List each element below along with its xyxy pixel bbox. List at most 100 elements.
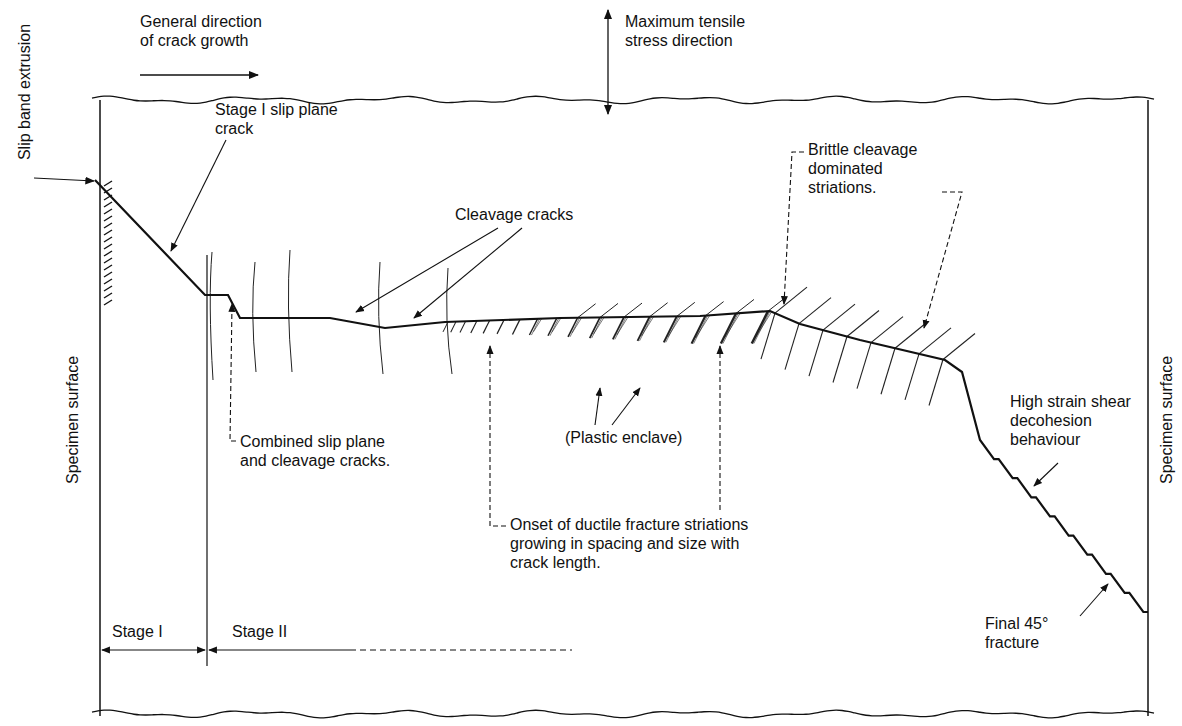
annotation-label: (Plastic enclave) [565,428,682,447]
ductile-striation [568,318,578,337]
ductile-striation [483,320,489,333]
plastic-enclave-hatch [592,317,602,338]
annotation-label: Specimen surface [63,356,82,484]
annotation-label: Stage I [112,622,163,641]
enclave-leader [595,388,600,425]
shear-leader [1034,463,1058,486]
hatch-stroke [104,223,112,228]
plastic-enclave-hatch [696,316,710,338]
cleavage-leader [414,228,522,318]
ductile-striation [443,322,448,332]
specimen-break-lines [92,96,1154,718]
ductile-striation [451,322,456,333]
hatch-stroke [104,202,112,207]
hatch-stroke [104,209,112,214]
upper-striation [677,302,695,316]
stage-divider [206,255,207,666]
hatch-stroke [104,272,112,277]
ductile-striation [471,321,477,333]
brittle-striation [905,354,919,400]
hatch-stroke [104,181,112,186]
final-fracture-leader [1080,584,1108,616]
ductile-striation [460,321,466,332]
ductile-striation [638,317,650,341]
cleavage-crack-lines [210,250,452,380]
brittle-striation [895,322,927,348]
hatch-stroke [104,216,112,221]
cleavage-crack [288,250,292,372]
hatch-stroke [104,265,112,270]
upper-striation [600,303,618,317]
plastic-enclave-hatch [642,317,654,336]
right-specimen-surface [1147,100,1149,716]
plastic-enclave-hatch [725,313,740,337]
ductile-striation [613,317,624,339]
ductile-striation [721,313,736,343]
plastic-enclave-hatch [550,318,559,336]
break-line [92,710,1154,718]
annotation-label: Slip band extrusion [15,24,34,160]
crack-line [95,180,1148,612]
brittle-striation [809,330,823,376]
extrusion-leader [34,178,94,181]
brittle-striation [775,287,807,313]
annotation-label: Stage I slip plane crack [215,100,340,138]
ductile-leader [719,346,720,510]
hatch-stroke [104,300,112,305]
brittle-striation [785,324,799,370]
brittle-striation [919,328,951,354]
plastic-enclave-hatch [533,319,541,332]
plastic-enclave-hatch [615,317,626,339]
upper-striation [624,303,642,317]
upper-striation [578,304,596,318]
ductile-striation [692,316,706,344]
plastic-enclave-hatch [570,318,580,337]
cleavage-leader [356,228,498,312]
brittle-striation [881,348,895,394]
annotation-label: Specimen surface [1157,356,1176,484]
stage-one-dimension [102,649,205,650]
brittle-striation [833,337,847,383]
annotation-label: Onset of ductile fracture striations gro… [510,515,762,572]
brittle-striation [761,313,775,359]
brittle-striation [871,317,903,343]
ductile-striation [752,311,768,343]
hatch-stroke [104,230,112,235]
slip-band-hatching [104,181,112,305]
plastic-enclave-hatch [640,317,652,341]
tensile-stress-arrow [607,10,608,114]
brittle-striation [847,311,879,337]
upper-striation [768,297,786,311]
left-specimen-surface [99,100,101,716]
brittle-striation [799,298,831,324]
cleavage-crack [379,262,383,374]
brittle-leader [784,152,804,304]
ductile-striation [497,320,504,334]
stage-two-dimension [209,649,350,650]
hatch-stroke [104,293,112,298]
brittle-leader [924,192,962,328]
striations [443,287,975,405]
stage-two-dimension [350,649,572,650]
plastic-enclave-hatch [572,318,582,333]
plastic-enclave-hatch [617,317,628,335]
enclave-leader [612,388,640,425]
ductile-striation [664,316,677,342]
brittle-striation [823,304,855,330]
hatch-stroke [104,279,112,284]
cleavage-crack [210,252,213,380]
annotation-label: Cleavage cracks [455,205,573,224]
combined-leader [230,304,236,441]
crack-path [95,180,1148,612]
ductile-leader [490,346,506,526]
hatch-stroke [104,258,112,263]
annotation-label: Final 45° fracture [985,614,1075,652]
annotation-label: General direction of crack growth [140,12,275,50]
growth-direction-arrow [140,74,258,75]
brittle-striation [857,343,871,389]
ductile-striation [512,319,520,334]
plastic-enclave-hatch [531,319,539,335]
hatch-stroke [104,251,112,256]
